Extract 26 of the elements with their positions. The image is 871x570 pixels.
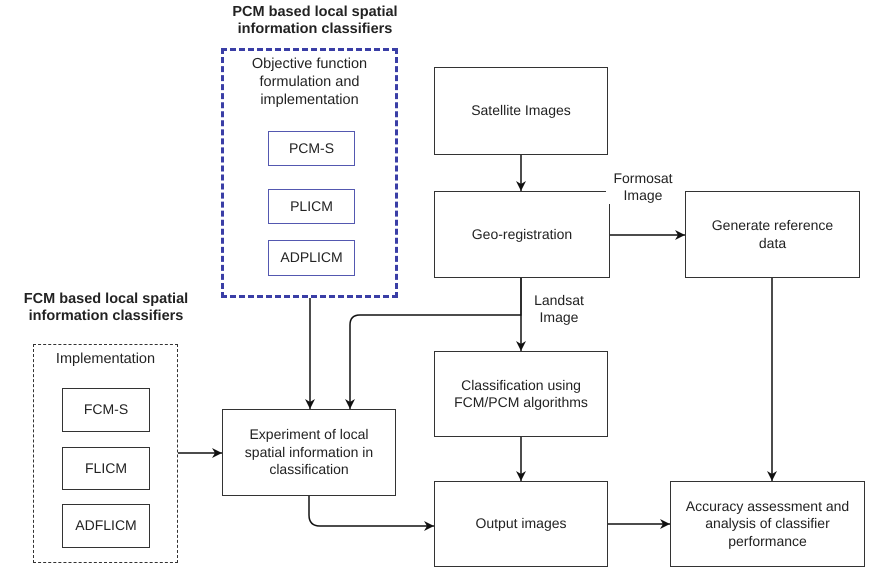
process-box: Accuracy assessment and analysis of classifier performance <box>670 481 865 567</box>
process-box: Classification using FCM/PCM algorithms <box>434 351 608 437</box>
arrow <box>178 448 222 458</box>
arrow <box>305 298 315 409</box>
process-box: Experiment of local spatial information in classification <box>222 409 396 496</box>
group-title: Implementation <box>54 350 156 368</box>
arrow <box>345 278 522 409</box>
process-box: ADFLICM <box>62 504 150 548</box>
arrow <box>610 230 685 240</box>
group-title: Objective function formulation and implementation <box>250 55 368 110</box>
process-box: FCM-S <box>62 388 150 432</box>
process-box: ADPLICM <box>268 240 355 276</box>
process-box: Geo-registration <box>434 191 610 278</box>
group-heading: FCM based local spatial information classifiers <box>22 291 190 326</box>
process-box: PCM-S <box>268 131 355 166</box>
arrow <box>308 496 434 531</box>
arrow <box>516 437 526 481</box>
process-box: Generate reference data <box>685 191 860 278</box>
process-box: Output images <box>434 481 608 567</box>
process-box: PLICM <box>268 189 355 224</box>
arrow <box>608 519 670 529</box>
arrow <box>767 278 777 481</box>
group-heading: PCM based local spatial information classifiers <box>231 4 399 39</box>
process-box: Satellite Images <box>434 67 608 155</box>
process-box: FLICM <box>62 447 150 490</box>
arrow <box>516 155 526 191</box>
